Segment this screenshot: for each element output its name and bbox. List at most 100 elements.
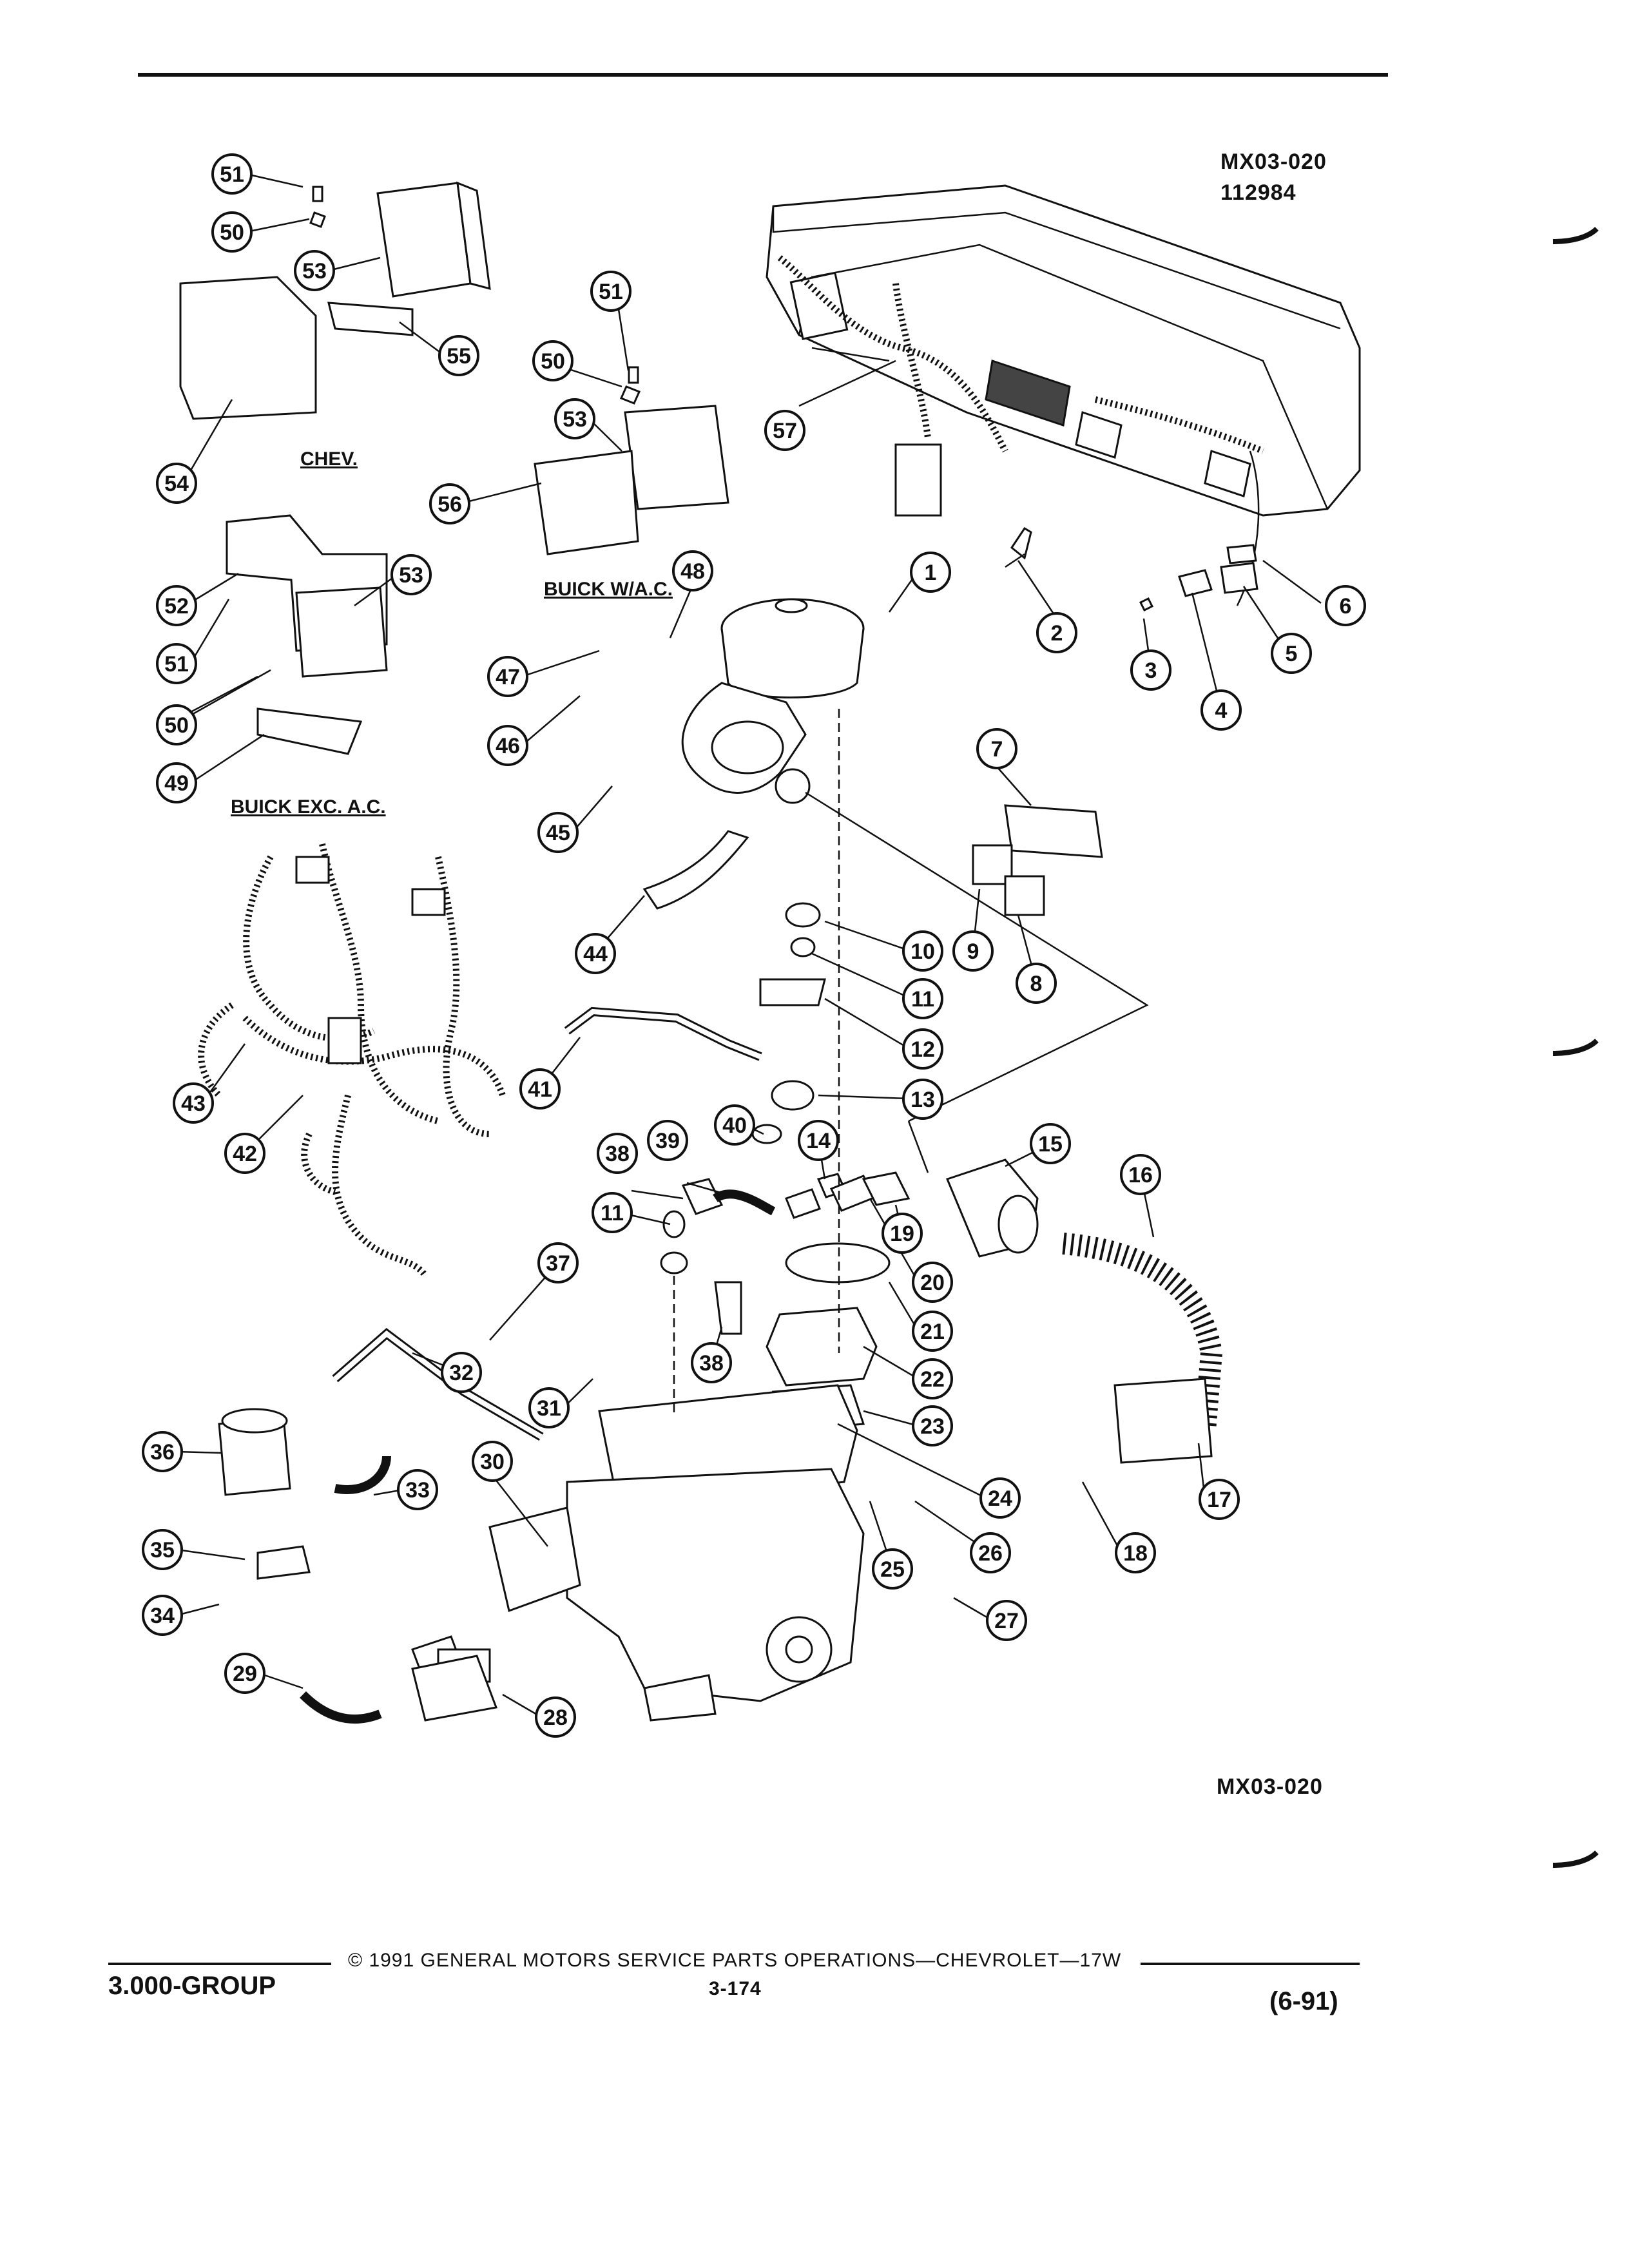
callout-marker: 26	[970, 1532, 1011, 1573]
callout-marker: 49	[156, 762, 197, 803]
wiring-harness-drawing	[198, 843, 506, 1278]
svg-text:22: 22	[920, 1367, 945, 1392]
callout-marker: 18	[1115, 1532, 1156, 1573]
callout-marker: 31	[528, 1387, 570, 1428]
top-rule	[138, 73, 1388, 77]
callout-marker: 20	[912, 1262, 953, 1303]
svg-text:52: 52	[164, 594, 189, 619]
callout-marker: 11	[592, 1192, 633, 1233]
footer-group: 3.000-GROUP	[108, 1972, 276, 2000]
diagram-code: MX03-020	[1220, 149, 1327, 174]
callout-marker: 33	[397, 1469, 438, 1510]
label-buick-exc-ac: BUICK EXC. A.C.	[231, 796, 386, 818]
callout-marker: 56	[429, 483, 470, 524]
svg-text:12: 12	[911, 1037, 935, 1062]
svg-text:1: 1	[925, 561, 937, 585]
callout-marker: 42	[224, 1133, 265, 1174]
svg-text:46: 46	[496, 734, 520, 758]
callout-marker: 53	[294, 250, 335, 291]
svg-text:3: 3	[1145, 658, 1157, 683]
callout-marker: 15	[1030, 1123, 1071, 1164]
svg-text:53: 53	[563, 407, 587, 432]
callout-marker: 36	[142, 1431, 183, 1472]
svg-text:32: 32	[449, 1361, 474, 1385]
callout-marker: 4	[1200, 689, 1242, 731]
callout-marker: 43	[173, 1082, 214, 1124]
svg-text:55: 55	[447, 344, 471, 369]
svg-text:53: 53	[399, 563, 423, 588]
leader-lines	[176, 173, 1322, 1718]
svg-text:15: 15	[1038, 1132, 1063, 1157]
svg-text:26: 26	[978, 1541, 1003, 1566]
svg-text:13: 13	[911, 1088, 935, 1112]
svg-text:51: 51	[220, 162, 244, 187]
small-parts-2-6	[1005, 526, 1258, 612]
pipes-drawing	[564, 1006, 911, 1335]
callout-marker: 24	[979, 1477, 1021, 1519]
callout-marker: 21	[912, 1311, 953, 1352]
svg-text:27: 27	[994, 1609, 1019, 1633]
callout-marker: 1	[910, 552, 951, 593]
buick-exc-ac-ecm-drawing	[226, 514, 388, 755]
callout-marker: 17	[1199, 1479, 1240, 1520]
svg-text:57: 57	[773, 419, 797, 443]
svg-text:2: 2	[1051, 621, 1063, 646]
callout-marker: 23	[912, 1405, 953, 1446]
callout-marker: 53	[554, 398, 595, 439]
svg-text:31: 31	[537, 1396, 561, 1421]
svg-text:50: 50	[541, 349, 565, 374]
svg-text:9: 9	[967, 939, 979, 964]
diagram-date: 112984	[1220, 180, 1296, 205]
bottom-diagram-code: MX03-020	[1217, 1774, 1323, 1799]
lower-left-parts-drawing	[218, 1327, 544, 1724]
svg-text:4: 4	[1215, 698, 1228, 723]
callout-marker: 5	[1271, 633, 1312, 674]
svg-text:17: 17	[1207, 1488, 1231, 1512]
callout-marker: 14	[798, 1120, 839, 1161]
svg-text:56: 56	[438, 492, 462, 517]
callout-marker: 48	[672, 550, 713, 591]
svg-text:38: 38	[699, 1351, 724, 1376]
svg-text:36: 36	[150, 1440, 175, 1465]
svg-text:51: 51	[599, 280, 623, 304]
intake-duct-drawing	[945, 1158, 1223, 1464]
svg-text:48: 48	[680, 559, 705, 584]
svg-text:8: 8	[1030, 972, 1043, 996]
chev-ecm-drawing	[179, 181, 491, 420]
buick-wac-ecm-drawing	[534, 366, 729, 555]
callout-markers: 51 50 53 55 54 51 50 53 56 57 52 53 51 5…	[142, 153, 1366, 1738]
label-chev: CHEV.	[300, 448, 358, 470]
callout-marker: 13	[902, 1079, 943, 1120]
callout-marker: 12	[902, 1028, 943, 1070]
callout-marker: 6	[1325, 585, 1366, 626]
callout-marker: 45	[537, 812, 579, 853]
callout-marker: 44	[575, 933, 616, 974]
callout-marker: 30	[472, 1441, 513, 1482]
footer-rule-right	[1141, 1963, 1360, 1965]
svg-text:37: 37	[546, 1251, 570, 1276]
callout-marker: 16	[1120, 1154, 1161, 1195]
margin-marks	[1552, 227, 1599, 1868]
svg-text:6: 6	[1340, 594, 1352, 619]
svg-text:19: 19	[890, 1222, 914, 1246]
callout-marker: 19	[882, 1213, 923, 1254]
callout-marker: 28	[535, 1696, 576, 1738]
callout-marker: 46	[487, 725, 528, 766]
svg-text:28: 28	[543, 1706, 568, 1730]
callout-marker: 52	[156, 585, 197, 626]
svg-text:42: 42	[233, 1142, 257, 1166]
callout-marker: 51	[211, 153, 253, 195]
svg-text:41: 41	[528, 1077, 552, 1102]
svg-text:50: 50	[220, 220, 244, 245]
callout-marker: 54	[156, 463, 197, 504]
svg-text:33: 33	[405, 1478, 430, 1503]
footer-rule-left	[108, 1963, 331, 1965]
footer-revision: (6-91)	[1269, 1987, 1338, 2015]
svg-text:50: 50	[164, 713, 189, 738]
svg-text:51: 51	[164, 652, 189, 677]
relays-drawing	[972, 804, 1103, 916]
callout-marker: 51	[156, 643, 197, 684]
svg-text:40: 40	[722, 1113, 747, 1138]
